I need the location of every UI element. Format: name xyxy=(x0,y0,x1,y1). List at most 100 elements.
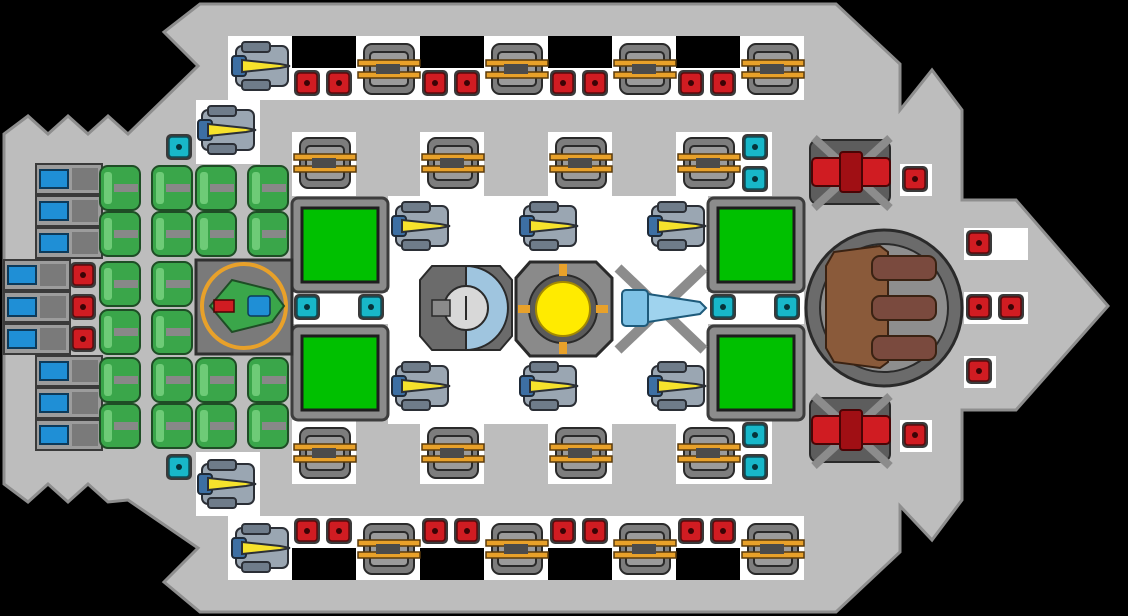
cannon-icon[interactable] xyxy=(357,523,421,575)
radar-dish-icon[interactable] xyxy=(419,264,513,352)
thruster-icon[interactable] xyxy=(3,323,71,355)
thruster-icon[interactable] xyxy=(35,387,103,419)
fuel-tank-icon[interactable] xyxy=(151,165,193,211)
shield-node-icon[interactable] xyxy=(741,421,769,449)
fuel-tank-icon[interactable] xyxy=(99,165,141,211)
fuel-tank-icon[interactable] xyxy=(195,403,237,449)
missile-launcher-icon[interactable] xyxy=(391,201,451,251)
cannon-icon[interactable] xyxy=(677,427,741,479)
cannon-icon[interactable] xyxy=(485,43,549,95)
drill-icon[interactable] xyxy=(614,264,708,354)
thruster-icon[interactable] xyxy=(35,227,103,259)
shield-node-icon[interactable] xyxy=(741,453,769,481)
missile-launcher-icon[interactable] xyxy=(519,361,579,411)
red-power-node-icon[interactable] xyxy=(549,517,577,545)
shield-node-icon[interactable] xyxy=(293,293,321,321)
missile-launcher-icon[interactable] xyxy=(647,201,707,251)
cannon-icon[interactable] xyxy=(613,523,677,575)
red-power-node-icon[interactable] xyxy=(549,69,577,97)
red-power-node-icon[interactable] xyxy=(677,69,705,97)
red-power-node-icon[interactable] xyxy=(709,69,737,97)
red-power-node-icon[interactable] xyxy=(293,517,321,545)
red-power-node-icon[interactable] xyxy=(69,261,97,289)
shield-node-icon[interactable] xyxy=(773,293,801,321)
fuel-tank-icon[interactable] xyxy=(151,261,193,307)
red-power-node-icon[interactable] xyxy=(901,165,929,193)
thruster-icon[interactable] xyxy=(35,163,103,195)
shield-node-icon[interactable] xyxy=(709,293,737,321)
red-power-node-icon[interactable] xyxy=(453,69,481,97)
thruster-icon[interactable] xyxy=(3,291,71,323)
red-power-node-icon[interactable] xyxy=(997,293,1025,321)
red-power-node-icon[interactable] xyxy=(581,69,609,97)
red-power-node-icon[interactable] xyxy=(453,517,481,545)
red-power-node-icon[interactable] xyxy=(709,517,737,545)
red-gun-icon[interactable] xyxy=(810,138,890,208)
cannon-icon[interactable] xyxy=(485,523,549,575)
fuel-tank-icon[interactable] xyxy=(99,211,141,257)
red-power-node-icon[interactable] xyxy=(421,517,449,545)
fuel-tank-icon[interactable] xyxy=(151,309,193,355)
cannon-icon[interactable] xyxy=(613,43,677,95)
fuel-tank-icon[interactable] xyxy=(195,165,237,211)
green-room-top-left[interactable] xyxy=(290,196,390,294)
fuel-tank-icon[interactable] xyxy=(99,403,141,449)
fuel-tank-icon[interactable] xyxy=(195,357,237,403)
cannon-icon[interactable] xyxy=(293,427,357,479)
thruster-icon[interactable] xyxy=(35,355,103,387)
shield-node-icon[interactable] xyxy=(165,453,193,481)
reactor-core-icon[interactable] xyxy=(514,260,614,358)
fuel-tank-icon[interactable] xyxy=(99,261,141,307)
red-power-node-icon[interactable] xyxy=(69,293,97,321)
fuel-tank-icon[interactable] xyxy=(151,211,193,257)
red-power-node-icon[interactable] xyxy=(965,293,993,321)
command-bridge-icon[interactable] xyxy=(194,258,294,356)
cannon-icon[interactable] xyxy=(677,137,741,189)
fuel-tank-icon[interactable] xyxy=(151,403,193,449)
shield-node-icon[interactable] xyxy=(357,293,385,321)
missile-launcher-icon[interactable] xyxy=(519,201,579,251)
cannon-icon[interactable] xyxy=(741,43,805,95)
missile-launcher-icon[interactable] xyxy=(197,459,257,509)
fuel-tank-icon[interactable] xyxy=(99,357,141,403)
fuel-tank-icon[interactable] xyxy=(151,357,193,403)
cannon-icon[interactable] xyxy=(421,427,485,479)
cannon-icon[interactable] xyxy=(549,137,613,189)
green-room-top-right[interactable] xyxy=(706,196,806,294)
red-power-node-icon[interactable] xyxy=(581,517,609,545)
green-room-bottom-right[interactable] xyxy=(706,324,806,422)
fuel-tank-icon[interactable] xyxy=(247,211,289,257)
shield-node-icon[interactable] xyxy=(741,133,769,161)
red-power-node-icon[interactable] xyxy=(965,229,993,257)
red-power-node-icon[interactable] xyxy=(677,517,705,545)
missile-launcher-icon[interactable] xyxy=(647,361,707,411)
heavy-turret-icon[interactable] xyxy=(804,228,964,388)
thruster-icon[interactable] xyxy=(35,195,103,227)
missile-launcher-icon[interactable] xyxy=(231,41,291,91)
red-power-node-icon[interactable] xyxy=(421,69,449,97)
missile-launcher-icon[interactable] xyxy=(231,523,291,573)
cannon-icon[interactable] xyxy=(741,523,805,575)
cannon-icon[interactable] xyxy=(549,427,613,479)
fuel-tank-icon[interactable] xyxy=(247,403,289,449)
red-power-node-icon[interactable] xyxy=(325,517,353,545)
shield-node-icon[interactable] xyxy=(741,165,769,193)
cannon-icon[interactable] xyxy=(357,43,421,95)
thruster-icon[interactable] xyxy=(35,419,103,451)
fuel-tank-icon[interactable] xyxy=(99,309,141,355)
red-gun-icon[interactable] xyxy=(810,396,890,466)
fuel-tank-icon[interactable] xyxy=(247,165,289,211)
red-power-node-icon[interactable] xyxy=(293,69,321,97)
red-power-node-icon[interactable] xyxy=(901,421,929,449)
missile-launcher-icon[interactable] xyxy=(197,105,257,155)
thruster-icon[interactable] xyxy=(3,259,71,291)
red-power-node-icon[interactable] xyxy=(69,325,97,353)
fuel-tank-icon[interactable] xyxy=(247,357,289,403)
red-power-node-icon[interactable] xyxy=(325,69,353,97)
cannon-icon[interactable] xyxy=(421,137,485,189)
cannon-icon[interactable] xyxy=(293,137,357,189)
fuel-tank-icon[interactable] xyxy=(195,211,237,257)
green-room-bottom-left[interactable] xyxy=(290,324,390,422)
red-power-node-icon[interactable] xyxy=(965,357,993,385)
missile-launcher-icon[interactable] xyxy=(391,361,451,411)
